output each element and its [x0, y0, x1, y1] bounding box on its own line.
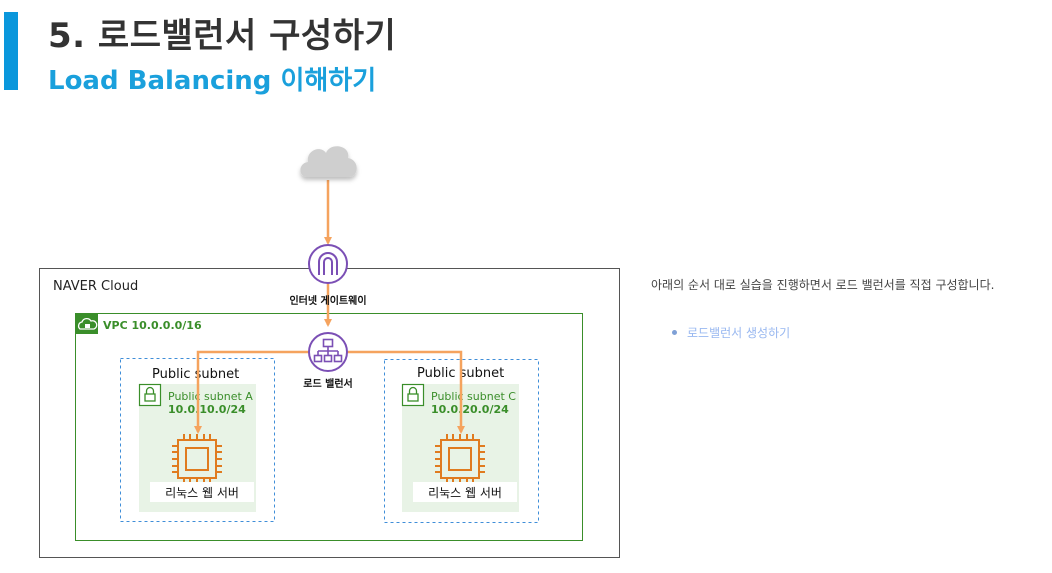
naver-cloud-label: NAVER Cloud: [53, 279, 138, 294]
internet-gateway-icon: [308, 244, 348, 284]
ec2-server-c-icon: [435, 434, 485, 484]
server-c-label: 리눅스 웹 서버: [428, 486, 502, 500]
naver-cloud-frame: NAVER Cloud: [39, 268, 620, 558]
server-a-label: 리눅스 웹 서버: [165, 486, 239, 500]
practice-description: 아래의 순서 대로 실습을 진행하면서 로드 밸런서를 직접 구성합니다.: [651, 278, 995, 292]
subnet-c-cidr: 10.0.20.0/24: [431, 403, 509, 416]
vpc-cloud-lock-icon: [77, 317, 98, 330]
vpc-label: VPC 10.0.0.0/16: [103, 319, 202, 332]
traffic-arrows: [194, 180, 465, 434]
subnet-a-name: Public subnet A: [168, 390, 253, 403]
create-load-balancer-link[interactable]: 로드밸런서 생성하기: [687, 326, 791, 340]
load-balancer-label: 로드 밸런서: [303, 377, 352, 390]
page-subtitle: Load Balancing 이해하기: [48, 66, 377, 96]
ec2-server-a-icon: [172, 434, 222, 484]
page-title: 5. 로드밸런서 구성하기: [48, 16, 397, 56]
title-accent-bar: [4, 12, 18, 90]
subnet-a-cidr: 10.0.10.0/24: [168, 403, 246, 416]
subnet-c-name: Public subnet C: [431, 390, 516, 403]
internet-gateway-label: 인터넷 게이트웨이: [289, 294, 366, 307]
bullet-icon: [672, 330, 677, 335]
list-item: 로드밸런서 생성하기: [672, 324, 790, 341]
subnet-c-lock-icon: [401, 383, 425, 407]
internet-cloud-icon: [300, 146, 357, 177]
load-balancer-icon: [308, 332, 348, 372]
subnet-a-lock-icon: [138, 383, 162, 407]
subnet-a-heading: Public subnet: [152, 367, 239, 382]
practice-link-list: 로드밸런서 생성하기: [672, 324, 790, 341]
